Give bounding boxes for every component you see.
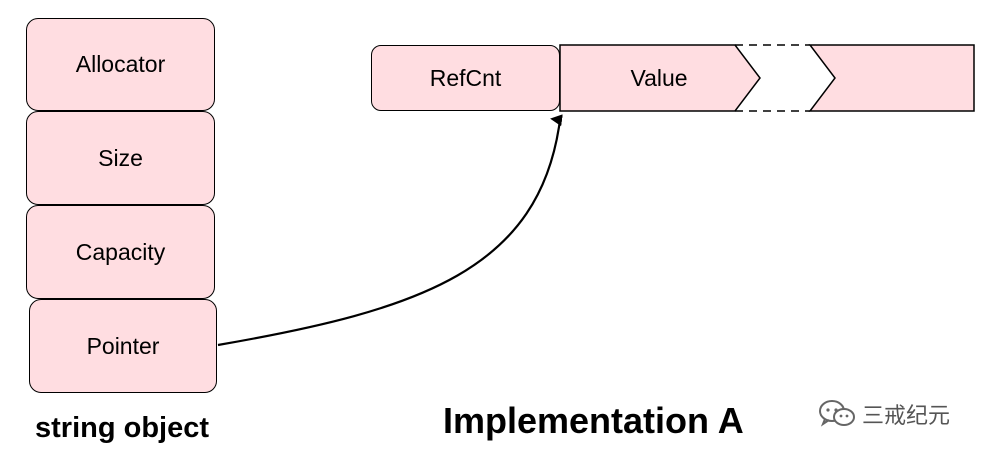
pointer-field: Pointer <box>29 299 217 393</box>
implementation-caption: Implementation A <box>443 400 744 441</box>
watermark-text: 三戒纪元 <box>862 403 951 428</box>
capacity-field: Capacity <box>26 205 215 299</box>
allocator-field: Allocator <box>26 18 215 111</box>
size-label: Size <box>98 144 143 171</box>
watermark: 三戒纪元 <box>818 398 950 430</box>
wechat-icon <box>819 400 855 427</box>
value-cell <box>559 44 761 112</box>
capacity-label: Capacity <box>75 238 166 265</box>
allocator-label: Allocator <box>75 51 166 77</box>
pointer-label: Pointer <box>86 332 160 359</box>
string-object-caption: string object <box>35 412 210 444</box>
refcnt-label: RefCnt <box>429 64 502 91</box>
size-field: Size <box>26 111 215 205</box>
value-label: Value <box>630 65 687 91</box>
refcnt-cell: RefCnt <box>371 45 560 111</box>
value-tail-cell <box>808 44 975 112</box>
pointer-arrow <box>217 114 563 347</box>
